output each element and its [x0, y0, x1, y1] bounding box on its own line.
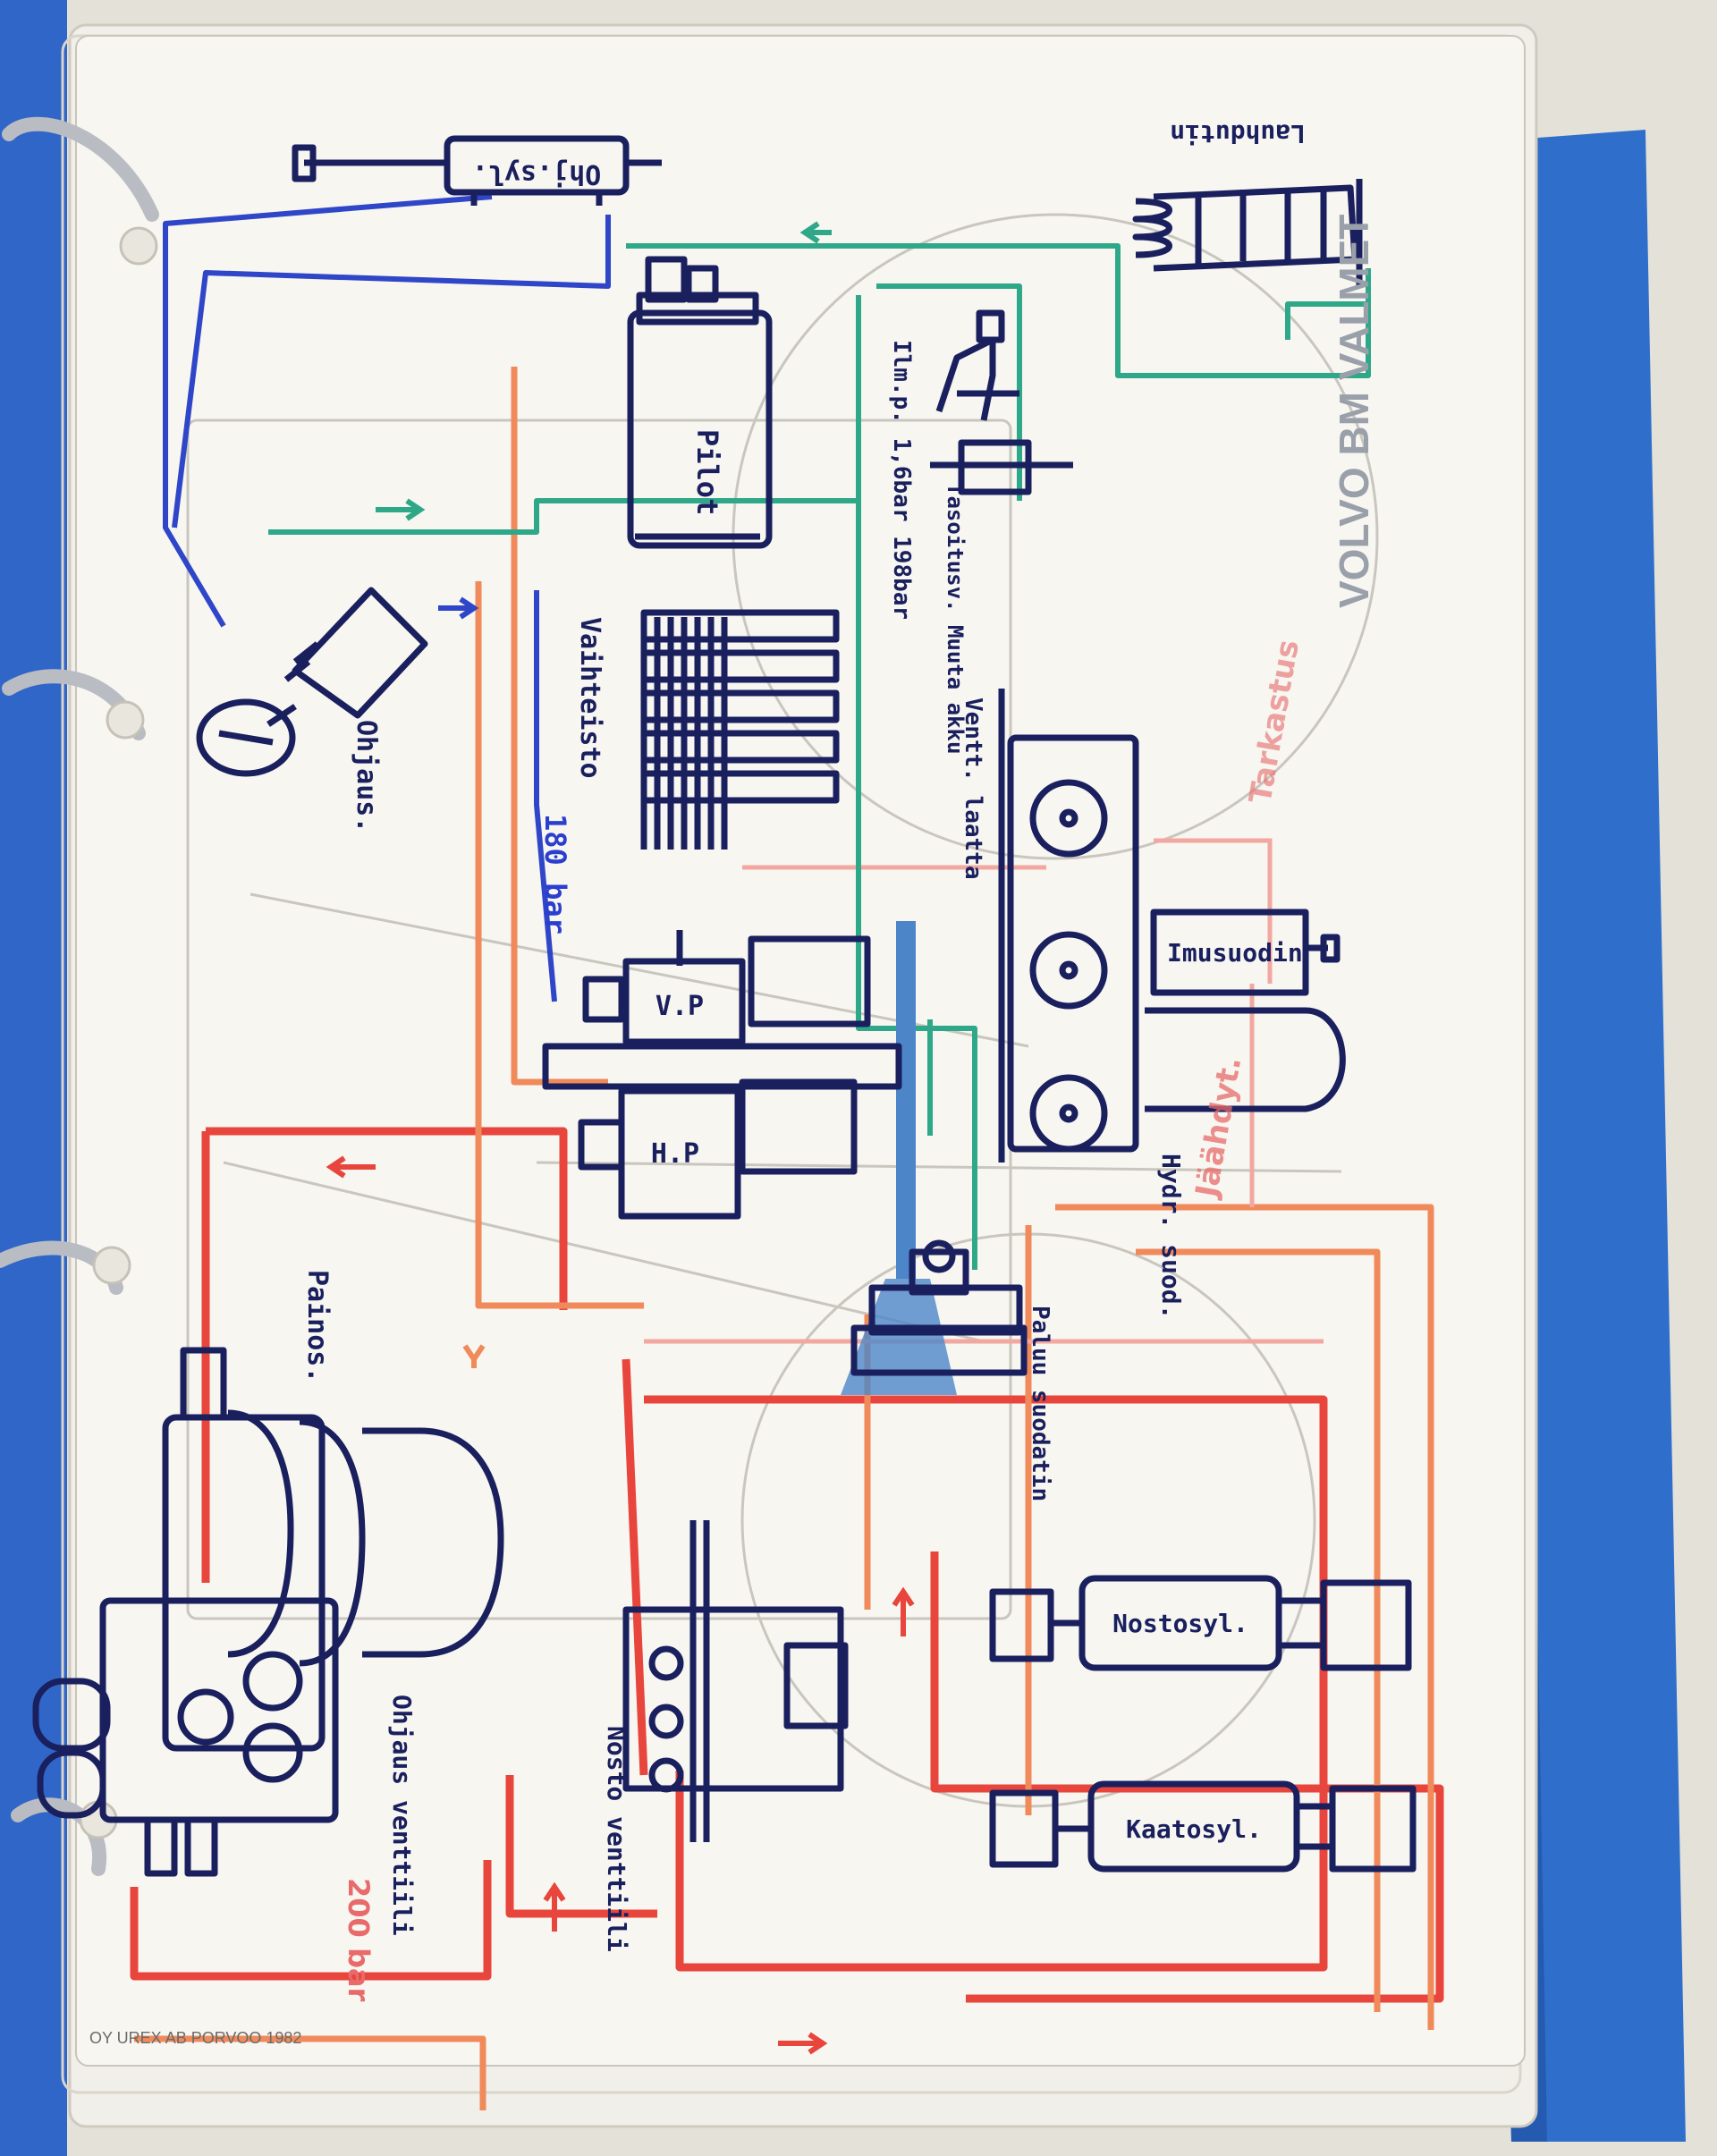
hole-1: [119, 226, 158, 266]
valve-plate: [998, 689, 1139, 1163]
label-pressure-180: 180 bar: [538, 814, 572, 934]
pilot-pump: [627, 256, 773, 549]
suction-pipe: [896, 921, 916, 1279]
label-cooler: Lauhdutin: [1170, 119, 1306, 148]
return-lines: [134, 367, 1434, 2110]
suction-lines: [268, 243, 1371, 1270]
arrow-blue-1: [438, 596, 479, 620]
boom-line-2: [223, 1161, 985, 1343]
label-control-valve: Ohjaus venttiili: [387, 1695, 417, 1936]
binder-cover-left: [0, 0, 67, 2156]
pressure-line-cyl: [930, 1551, 1444, 2003]
label-lift-cyl-2: Kaatosyl.: [1126, 1814, 1262, 1844]
return-line-1: [511, 367, 608, 1086]
label-pilot: Pilot: [690, 429, 724, 515]
ring-holes: [79, 226, 158, 1839]
suction-filter: [1150, 909, 1341, 996]
label-return-filter: Paluu suodatin: [1027, 1306, 1053, 1501]
suction-line-3: [876, 283, 1022, 501]
label-suction-filter: Imusuodin: [1167, 938, 1303, 968]
return-line-2: [475, 581, 644, 1309]
components: [32, 135, 1417, 1877]
arrow-red-4: [778, 2032, 828, 2055]
arrow-red-3: [543, 1881, 566, 1932]
brand-logo: VOLVO BM VALMET: [1331, 215, 1377, 608]
arrow-red-1: [326, 1155, 376, 1179]
label-steering: Ohjaus.: [351, 720, 382, 833]
pressure-line-mid: [622, 1358, 648, 1776]
pilot-lines: [163, 194, 611, 1002]
pressure-line-lower: [130, 1860, 492, 1981]
pilot-line-1: [163, 194, 493, 628]
steering-cylinder: [292, 135, 662, 206]
suction-line-4: [856, 295, 977, 1270]
flow-arrows: [326, 221, 915, 2055]
arrow-orange-1: [462, 1344, 486, 1368]
orbitrol: [196, 587, 428, 777]
transmission: [640, 609, 840, 850]
accumulator-valve: [930, 309, 1073, 495]
label-levelling-valve: Tasoitusv. Muuta akku: [943, 483, 968, 754]
lift-cylinder-2: [989, 1780, 1417, 1873]
return-filter-unit: [850, 1239, 1028, 1376]
suction-line-1: [626, 243, 1371, 378]
label-vp: V.P: [656, 991, 704, 1022]
lift-distribution-valve: [622, 1520, 849, 1842]
pump-group: [542, 930, 902, 1220]
label-air-pressure: Ilm.p. 1,6bar 198bar: [888, 340, 915, 620]
pressure-line-valve: [644, 1395, 1328, 1972]
ring-1: [2, 116, 159, 222]
arrow-green-1: [376, 498, 426, 521]
suction-pipe-bottom: [841, 1279, 957, 1395]
pressure-line-main: [206, 1127, 568, 1310]
pilot-line-2: [172, 215, 611, 528]
oil-cooler: [1132, 179, 1363, 286]
footer-imprint: OY UREX AB PORVOO 1982: [89, 2029, 301, 2047]
chassis-line: [536, 1161, 1342, 1173]
label-painos: Painos.: [301, 1270, 333, 1382]
pilot-line-3: [534, 590, 557, 1002]
label-hp: H.P: [651, 1138, 699, 1170]
hydraulic-tank: [1145, 1007, 1346, 1112]
return-line-4: [1055, 1204, 1434, 2030]
label-transmission: Vaihteisto: [574, 617, 605, 779]
lift-control-valve: [32, 1347, 504, 1877]
label-lift-cyl-1: Nostosyl.: [1112, 1609, 1248, 1638]
return-line-5: [1136, 1248, 1381, 2012]
pressure-lines: [130, 1127, 1444, 2003]
lift-cylinder-1: [989, 1575, 1412, 1671]
pressure-line-pump: [505, 1775, 657, 1918]
return-line-6: [134, 2035, 486, 2110]
arrow-red-2: [892, 1586, 915, 1636]
hole-3: [92, 1246, 131, 1285]
label-hydr-filter: Hydr. suod.: [1156, 1154, 1186, 1319]
faint-line-1: [1154, 838, 1273, 984]
label-valve-plate: Ventt. laatta: [960, 698, 986, 880]
suction-line-5: [268, 498, 858, 535]
label-steering-cylinder: Ohj.syl.: [472, 158, 602, 190]
hole-2: [106, 700, 145, 740]
arrow-green-2: [799, 221, 832, 244]
return-lines-faint: [644, 838, 1324, 1344]
label-pressure-200: 200 bar: [342, 1878, 376, 2001]
label-lift-valve: Nosto venttiili: [602, 1726, 631, 1952]
suction-line-2: [1285, 301, 1368, 340]
diagram-sheet: [75, 35, 1526, 2067]
ring-4: [11, 1797, 107, 1876]
